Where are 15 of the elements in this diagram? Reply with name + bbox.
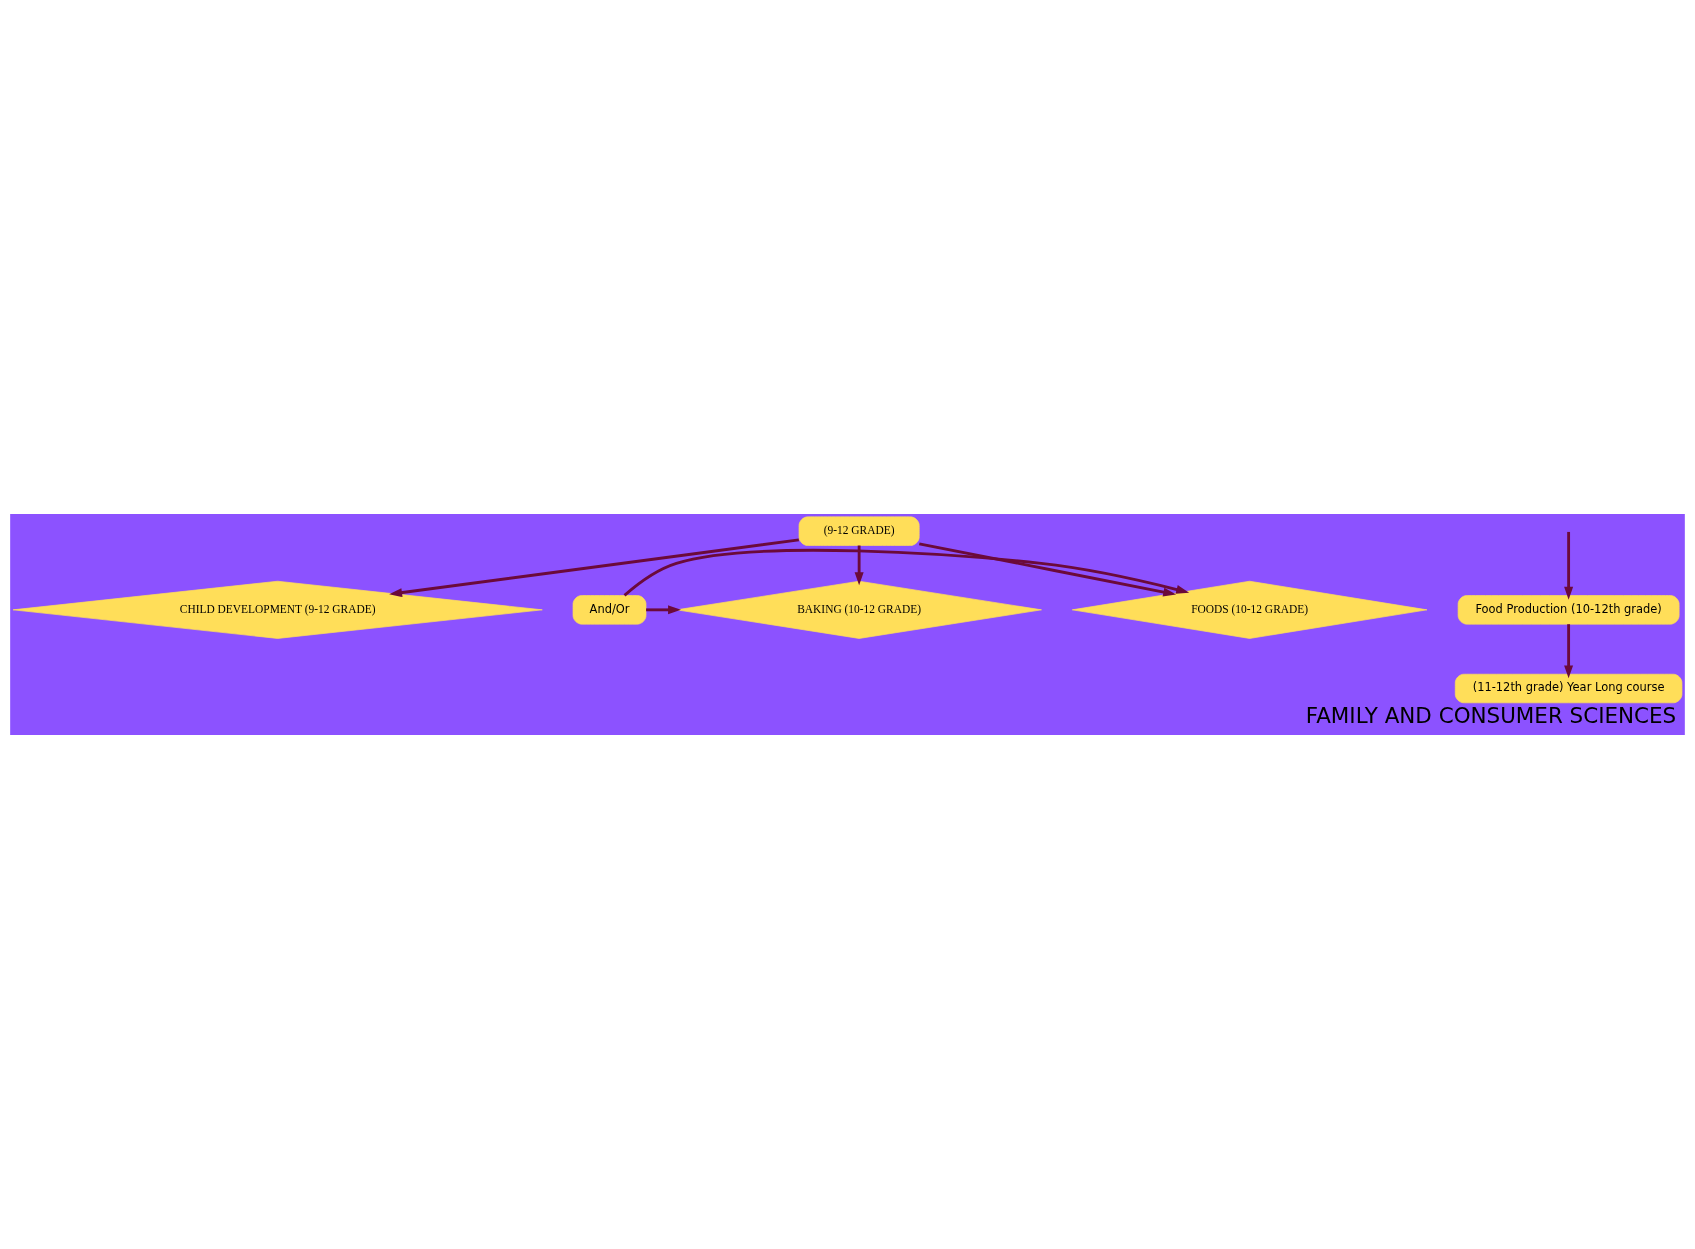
arrow xyxy=(1564,624,1574,679)
node-box: (11-12th grade) Year Long course xyxy=(1454,673,1683,704)
arrow xyxy=(623,548,1190,597)
node-box: And/Or xyxy=(572,595,647,625)
arrow xyxy=(389,538,799,598)
arrow xyxy=(919,542,1177,597)
node-diamond: FOODS (10-12 GRADE) xyxy=(1071,580,1428,639)
arrow xyxy=(854,545,864,586)
arrow xyxy=(646,605,681,615)
diagram-title: FAMILY AND CONSUMER SCIENCES xyxy=(1305,702,1677,728)
arrow xyxy=(1564,531,1574,600)
node-box: Food Production (10-12th grade) xyxy=(1457,595,1680,625)
node-diamond: CHILD DEVELOPMENT (9-12 GRADE) xyxy=(12,580,543,639)
node-diamond: BAKING (10-12 GRADE) xyxy=(676,580,1042,639)
node-box: (9-12 GRADE) xyxy=(798,516,920,546)
